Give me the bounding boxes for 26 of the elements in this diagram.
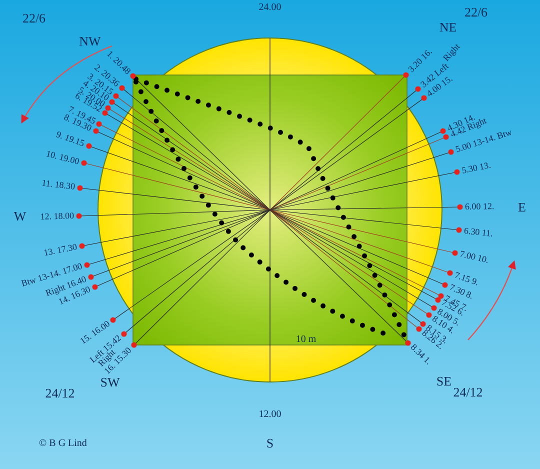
time-label: 9. 19.15 — [55, 130, 86, 149]
time-label: 6.00 12. — [464, 202, 494, 212]
compass-label: SE — [436, 374, 452, 388]
time-label: 12. 18.00 — [40, 212, 74, 222]
time-label: 3.20 16. — [406, 48, 434, 75]
time-label: 8.34 1. — [408, 343, 433, 367]
compass-label: W — [14, 210, 26, 222]
compass-label: NW — [79, 34, 101, 48]
time-label: 12.00 — [258, 410, 282, 420]
scale-label: 10 m — [296, 335, 316, 345]
time-label: 10. 19.00 — [45, 149, 80, 166]
time-label: 7.00 10. — [458, 250, 490, 266]
date-label: 24/12 — [45, 386, 75, 400]
time-label: 11. 18.30 — [41, 179, 76, 192]
copyright-text: © B G Lind — [39, 439, 87, 449]
time-label: 6.30 11. — [464, 226, 494, 238]
date-label: 22/6 — [22, 12, 46, 24]
date-label: 24/12 — [453, 386, 483, 398]
compass-label: S — [266, 436, 274, 450]
date-label: 22/6 — [464, 6, 488, 18]
time-label: 24.00 — [258, 3, 282, 13]
time-label: 5.30 13. — [461, 160, 492, 176]
compass-label: E — [518, 200, 526, 214]
compass-label: NE — [439, 20, 457, 34]
compass-label: SW — [100, 376, 120, 388]
time-label: 13. 17.30 — [43, 242, 78, 258]
